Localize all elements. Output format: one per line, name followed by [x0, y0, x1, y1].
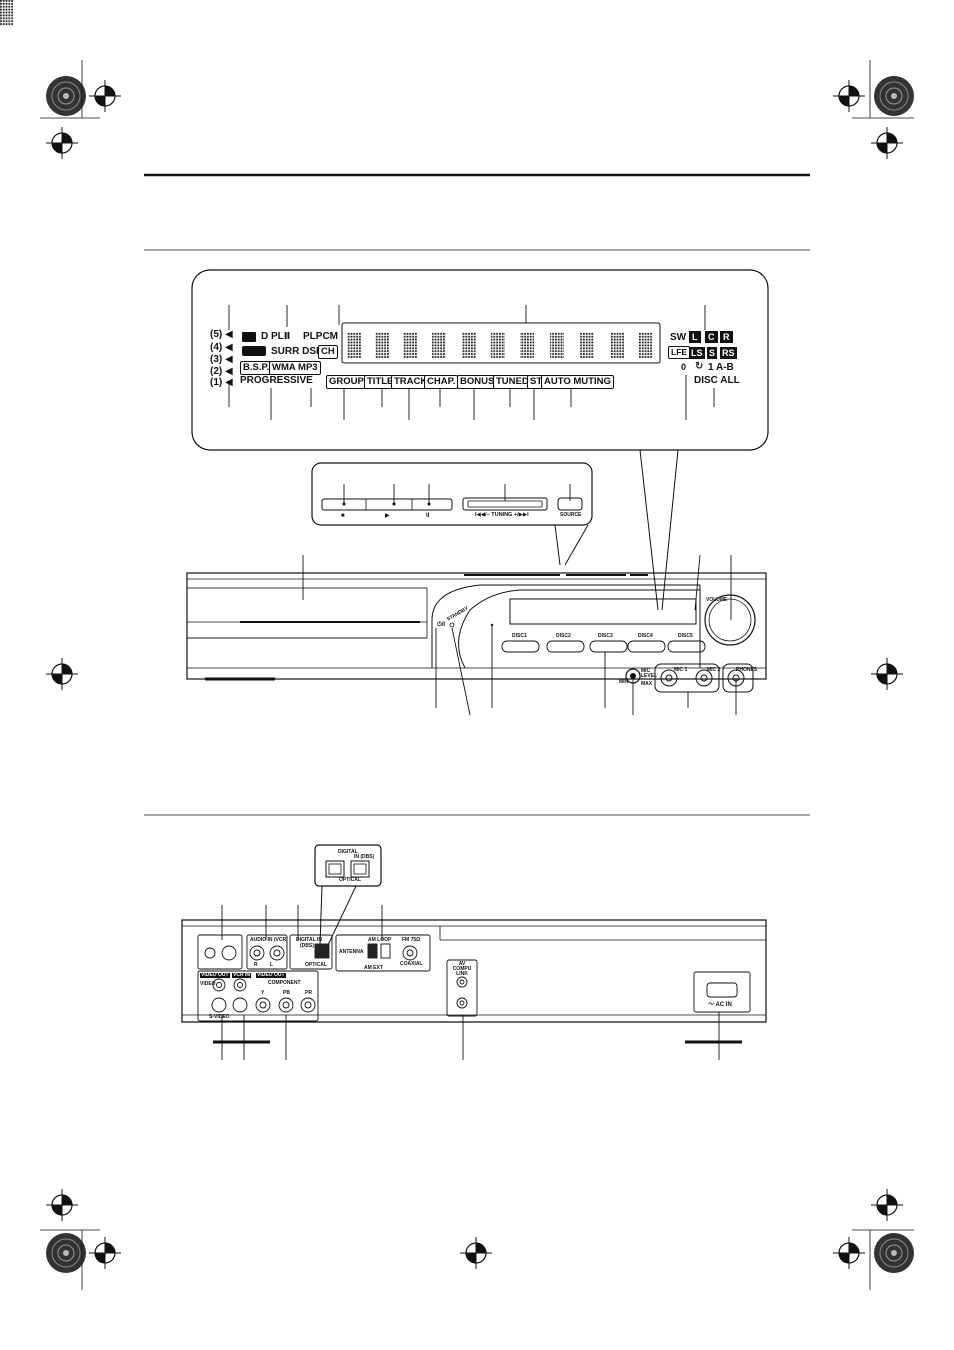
s-video-label: S-VIDEO: [209, 1014, 230, 1020]
repeat-icon: ↻: [695, 361, 704, 372]
title-indicator: TITLE: [364, 375, 397, 389]
speaker-rs: RS: [720, 347, 737, 359]
pb-label: PB: [283, 990, 290, 996]
tuned-indicator: TUNED: [493, 375, 532, 389]
front-unit: [186, 554, 767, 716]
av-compu-link-label: AV COMPU LINK: [452, 961, 472, 977]
mic1-label: MIC 1: [674, 667, 688, 673]
max-label: MAX: [641, 681, 653, 687]
chap-indicator: CHAP.: [424, 375, 459, 389]
channel-3: (3) ◀: [210, 354, 233, 365]
disc-all-indicator: DISC ALL: [694, 375, 740, 386]
disc5-label: DISC5: [678, 633, 693, 639]
speaker-s: S: [707, 347, 718, 359]
disc4-label: DISC4: [638, 633, 653, 639]
ch-indicator: CH: [318, 345, 338, 359]
pause-label: II: [426, 513, 430, 519]
buttons-callout: [311, 462, 593, 566]
disc2-label: DISC2: [556, 633, 571, 639]
play-label: ▶: [385, 513, 390, 519]
dot-matrix-svg: [347, 332, 653, 358]
rear-unit: [181, 844, 767, 1060]
mic2-label: MIC 2: [707, 667, 721, 673]
phones-label: PHONES: [736, 667, 758, 673]
pr-label: PR: [305, 990, 312, 996]
dpl2-indicator: D PLⅡ: [261, 331, 291, 342]
dolby-logo-icon: [242, 332, 256, 342]
min-label: MIN: [619, 679, 629, 685]
channel-5: (5) ◀: [210, 329, 233, 340]
speaker-ls: LS: [689, 347, 705, 359]
speaker-r: R: [720, 331, 733, 343]
speaker-l: L: [689, 331, 701, 343]
y-label: Y: [261, 990, 265, 996]
coaxial-label: COAXIAL: [400, 961, 423, 967]
bonus-indicator: BONUS: [457, 375, 498, 389]
channel-2: (2) ◀: [210, 366, 233, 377]
source-label: SOURCE: [560, 512, 582, 518]
component-label: COMPONENT: [268, 980, 301, 986]
ac-in-label: ～ AC IN: [708, 1002, 732, 1008]
disc1-label: DISC1: [512, 633, 527, 639]
repeat-ab-indicator: 1 A-B: [708, 362, 734, 373]
audio-in-label: AUDIO IN (VCR): [250, 937, 288, 943]
channel-1: (1) ◀: [210, 377, 233, 388]
audio-r-label: R: [254, 962, 258, 968]
digital-popup-title: DIGITAL: [338, 849, 358, 855]
digital-in-label: DIGITAL IN: [296, 937, 322, 943]
video-out2-label: VIDEO OUT: [256, 972, 286, 978]
plpcm-indicator: PLPCM: [303, 331, 338, 342]
display-callout: [0, 0, 769, 611]
bsp-indicator: B.S.P.: [240, 361, 273, 375]
stop-label: ■: [341, 513, 345, 519]
optical-label: OPTICAL: [305, 962, 327, 968]
dts-logo-icon: [242, 346, 266, 356]
wma-mp3-indicator: WMA MP3: [269, 361, 321, 375]
antenna-label: ANTENNA: [339, 949, 364, 955]
surr-dsp-indicator: SURR DSP: [271, 346, 323, 357]
digital-in-sub-label: (DBS): [300, 943, 314, 949]
speaker-c: C: [705, 331, 718, 343]
disc3-label: DISC3: [598, 633, 613, 639]
video-out-label: VIDEO OUT: [200, 972, 230, 978]
progressive-indicator: PROGRESSIVE: [240, 375, 313, 386]
video-label: VIDEO: [200, 981, 216, 987]
am-ext-label: AM EXT: [364, 965, 383, 971]
vcr-in-label: VCR IN: [232, 972, 251, 978]
dot-matrix-characters: [0, 0, 14, 26]
sw-indicator: SW: [670, 332, 687, 343]
power-label: ⏻/I: [437, 622, 446, 628]
digital-popup-sub: IN (DBS): [354, 854, 375, 860]
dot-matrix-display: [345, 330, 657, 360]
volume-label: VOLUME: [706, 597, 728, 603]
auto-muting-indicator: AUTO MUTING: [541, 375, 614, 389]
fm75-label: FM 75Ω: [402, 937, 421, 943]
digital-popup-bottom: OPTICAL: [339, 877, 361, 883]
zero-indicator: 0: [681, 362, 687, 372]
audio-l-label: L: [270, 962, 274, 968]
mic-level-label: MIC LEVEL: [641, 668, 658, 679]
am-loop-label: AM LOOP: [368, 937, 392, 943]
tuning-label: I◀◀/− TUNING +/▶▶I: [475, 512, 529, 518]
channel-4: (4) ◀: [210, 342, 233, 353]
